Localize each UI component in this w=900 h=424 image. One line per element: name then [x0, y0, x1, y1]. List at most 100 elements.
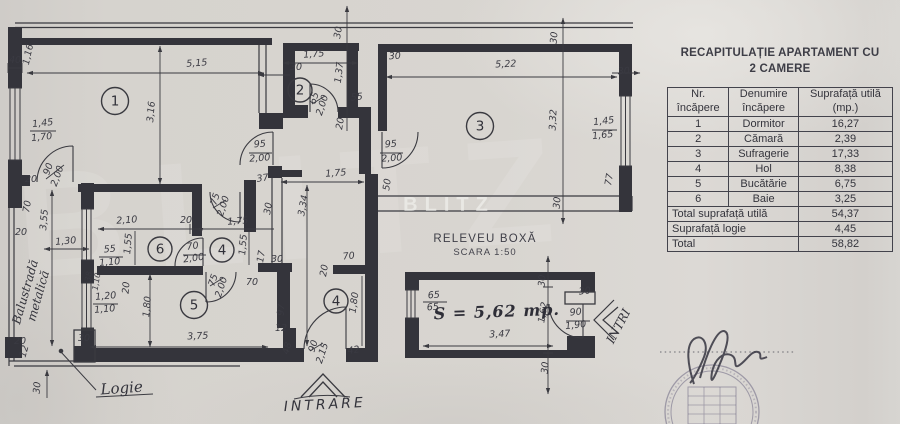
dim-label: 3,75: [187, 330, 209, 342]
dim-label: 20: [25, 174, 37, 185]
dim-label: 40: [9, 55, 21, 66]
header-suprafata: Suprafață utilă(mp.): [797, 87, 894, 118]
dimension-lines: [7, 5, 641, 398]
window-boxa-icon: [405, 289, 419, 319]
dim-label: 77: [603, 173, 616, 187]
recap-panel: RECAPITULAȚIE APARTAMENT CU 2 CAMERE Nr.…: [661, 46, 899, 253]
dim-label: 70: [246, 277, 258, 288]
room-number-circle: [209, 237, 235, 263]
dim-label: 12: [275, 323, 287, 334]
dim-label: 70: [21, 200, 34, 214]
round-stamp-icon: [664, 364, 760, 424]
dim-label: 30: [78, 333, 90, 344]
entrance-label: INTRARE: [283, 395, 366, 415]
dim-label: 1,10: [94, 303, 116, 316]
room-number-circle: [100, 86, 130, 116]
entrance-arrow-icon: [293, 373, 351, 400]
dim-label: 2,10: [116, 214, 138, 226]
dim-label: 30: [578, 285, 591, 297]
dim-label: 95: [253, 139, 266, 151]
dim-label: 1,75: [227, 215, 249, 227]
dim-label: 1,90: [565, 319, 587, 332]
dim-label: 17: [255, 250, 268, 264]
dim-label: 38: [83, 271, 94, 283]
dim-label: 20: [334, 117, 347, 131]
room-number: 4: [218, 243, 227, 259]
door-room1-hol-icon: [209, 191, 241, 223]
dim-label: 2,00: [249, 152, 271, 164]
dim-label: 3,55: [38, 209, 51, 231]
dim-label: 70: [342, 250, 355, 262]
dim-label: 30: [537, 274, 549, 287]
dim-label: 30: [549, 31, 561, 44]
watermark-small: BLITZ: [403, 194, 495, 216]
dim-label: 1,55: [237, 234, 250, 256]
room-number-circle: [179, 290, 209, 320]
boxa-title: RELEVEU BOXĂ: [433, 232, 536, 245]
dim-label: 55: [350, 91, 363, 103]
dim-label: 90: [41, 162, 55, 177]
recap-title-line1: RECAPITULAȚIE APARTAMENT CU: [680, 47, 880, 59]
dim-label: 20: [121, 281, 133, 294]
dim-label: 1,75: [303, 48, 325, 60]
room-number-circle: [465, 111, 495, 141]
boxa-scale: SCARA 1:50: [453, 247, 516, 258]
dim-label: 3,32: [547, 109, 559, 131]
dim-label: 2,00: [182, 252, 204, 266]
room-number: 1: [111, 94, 120, 110]
dim-label: 2,00: [381, 152, 403, 164]
door-room1-corridor-icon: [239, 131, 274, 166]
room-number: 3: [476, 119, 485, 135]
dim-label: 5,15: [186, 57, 208, 69]
dim-label: 30: [32, 381, 44, 394]
boxa-entry-label: INTRI: [603, 306, 633, 346]
dim-label: 30: [262, 202, 275, 216]
dim-label: 30: [388, 51, 401, 63]
dim-label: 12: [18, 344, 32, 359]
dim-label: 97: [276, 303, 288, 316]
dim-label: 5,22: [495, 58, 517, 70]
dim-label: 55: [103, 244, 116, 256]
door-room1-logie-icon: [36, 145, 74, 183]
dim-label: 30: [540, 361, 552, 374]
boxa-entry-arrow-icon: [593, 299, 619, 341]
dim-label: 20: [14, 336, 26, 347]
logie-leader-line: [58, 348, 154, 398]
dim-label: 30: [271, 254, 283, 265]
boxa-area-label: S = 5,62 mp.: [433, 300, 560, 323]
dim-label: 1,65: [592, 129, 614, 142]
dim-label: 3,34: [296, 194, 311, 217]
dim-label: 30: [617, 66, 630, 78]
doors: [36, 83, 584, 350]
door-room3-icon: [381, 131, 419, 169]
room-number-circle: [287, 77, 313, 103]
dim-label: 30: [290, 62, 302, 73]
header-nr: Nr.încăpere: [666, 87, 730, 118]
walls: [5, 27, 632, 362]
dim-label: 1,70: [31, 131, 53, 144]
dim-label: 90: [307, 339, 321, 354]
logie-label: Logie: [99, 378, 144, 399]
dim-label: 30: [332, 26, 345, 40]
room-number: 2: [296, 83, 305, 99]
dim-label: 30: [552, 196, 564, 209]
dim-label: 1,30: [55, 235, 77, 248]
dim-label: 1,75: [325, 167, 347, 179]
dim-label: 1,80: [141, 296, 154, 318]
window-baie-icon: [81, 208, 94, 261]
fraction-bars: [30, 95, 617, 352]
dim-label: 1,45: [593, 115, 615, 128]
dim-label: 95: [384, 139, 397, 151]
